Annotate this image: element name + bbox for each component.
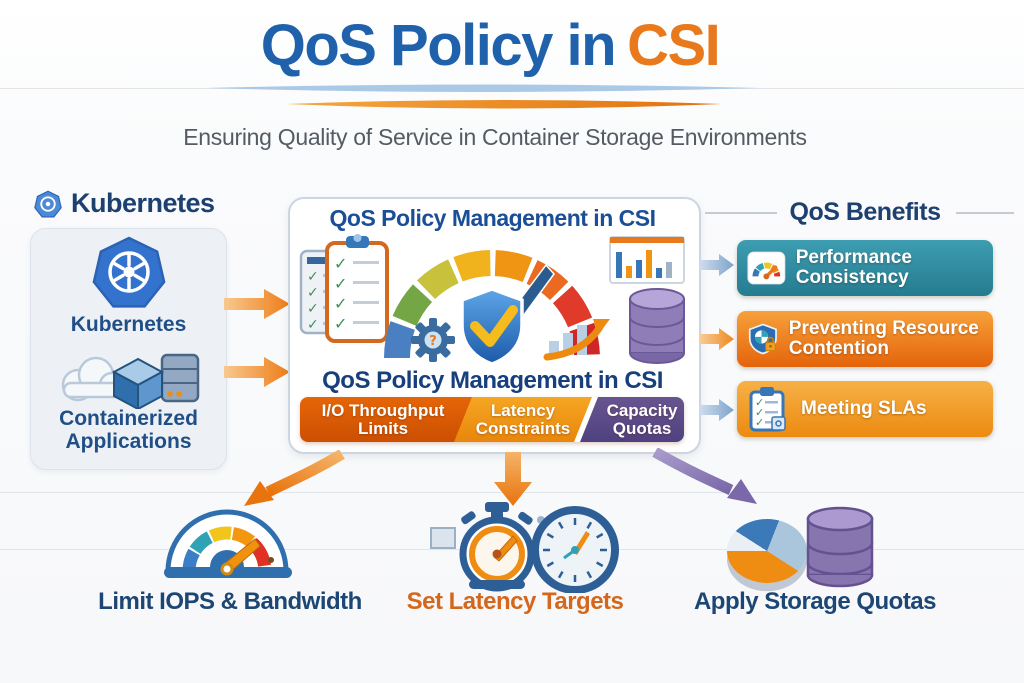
page-title-main: QoS Policy in: [260, 13, 617, 78]
stopwatch-icon: [430, 502, 619, 593]
small-arrow-blue-icon: [700, 399, 734, 421]
outcome-apply-quotas-label: Apply Storage Quotas: [693, 588, 937, 615]
flow-arrow-right-icon: [224, 289, 290, 319]
title-underline-blue-swoosh: [206, 84, 760, 92]
benefit-meeting-slas: ✓✓✓ Meeting SLAs: [737, 381, 993, 437]
gear-question-icon: ?: [411, 318, 455, 362]
kubernetes-card: Kubernetes Containerized Applications: [30, 228, 227, 470]
pie-chart-icon: [727, 519, 807, 583]
header-line: [705, 212, 777, 214]
kubernetes-icon: [34, 190, 62, 217]
panel-header: QoS Policy Management in CSI: [329, 205, 656, 231]
benefit-label: Preventing Resource Contention: [788, 318, 979, 359]
curved-arrow-left-icon: [244, 450, 345, 506]
containerized-apps-icon: [61, 353, 200, 409]
benefit-preventing-resource-contention: Preventing Resource Contention: [737, 311, 993, 367]
containerized-apps-label: Containerized Applications: [59, 407, 198, 454]
svg-text:✓: ✓: [334, 294, 347, 313]
small-arrow-blue-icon: [700, 254, 734, 276]
kubernetes-section-header: Kubernetes: [33, 188, 215, 219]
stopwatch-body-icon: [459, 502, 535, 592]
qos-policy-panel: QoS Policy Management in CSI ✓✓ ✓✓: [288, 197, 701, 454]
shield-lock-icon: [748, 323, 777, 355]
page-subtitle: Ensuring Quality of Service in Container…: [183, 124, 807, 150]
shield-check-icon: [460, 287, 524, 365]
gauge-icon: [747, 251, 786, 285]
checklist-icon: ✓✓✓: [749, 387, 786, 432]
title-underline-orange-swoosh: [286, 100, 722, 109]
svg-text:✓: ✓: [334, 314, 347, 333]
clipboard-icon: ✓✓ ✓✓: [325, 234, 389, 343]
small-arrow-orange-icon: [700, 328, 734, 350]
trend-arrow-icon: [543, 319, 610, 361]
svg-text:✓: ✓: [307, 285, 319, 301]
svg-text:✓: ✓: [334, 274, 347, 293]
svg-text:?: ?: [429, 334, 437, 349]
curved-arrow-right-icon: [652, 448, 757, 504]
kubernetes-node-label: Kubernetes: [70, 313, 187, 336]
svg-text:✓: ✓: [755, 416, 764, 429]
policy-banner-row: I/O Throughput Limits Latency Constraint…: [300, 397, 684, 442]
svg-text:✓: ✓: [307, 317, 319, 333]
outcome-set-latency-label: Set Latency Targets: [406, 588, 624, 615]
banner-io-throughput-limits: I/O Throughput Limits: [300, 397, 476, 442]
svg-text:✓: ✓: [755, 396, 764, 409]
container-cube-icon: [111, 357, 165, 409]
banner-label: Capacity Quotas: [606, 401, 678, 438]
svg-text:✓: ✓: [334, 254, 347, 273]
database-icon: [629, 288, 685, 364]
page-title-accent: CSI: [627, 13, 721, 78]
banner-capacity-quotas: Capacity Quotas: [580, 397, 684, 442]
banner-label: I/O Throughput Limits: [321, 401, 445, 438]
benefits-header: QoS Benefits: [789, 198, 941, 226]
header-line: [956, 212, 1014, 214]
speedometer-icon: [164, 509, 292, 578]
flow-arrow-right-icon: [224, 357, 290, 387]
straight-arrow-down-icon: [494, 452, 532, 506]
svg-text:✓: ✓: [307, 269, 319, 285]
svg-text:✓: ✓: [755, 406, 764, 419]
kubernetes-header-label: Kubernetes: [71, 188, 215, 218]
bar-chart-icon: [609, 236, 685, 284]
outcome-limit-iops-label: Limit IOPS & Bandwidth: [98, 588, 362, 615]
qos-gauge-illustration: ✓✓ ✓✓ ✓✓ ✓✓: [299, 234, 685, 365]
clock-icon: [531, 506, 619, 593]
panel-caption: QoS Policy Management in CSI: [322, 367, 663, 394]
benefit-label: Meeting SLAs: [801, 398, 927, 420]
benefit-label: Performance Consistency: [795, 247, 912, 288]
banner-latency-constraints: Latency Constraints: [454, 397, 592, 442]
benefit-performance-consistency: Performance Consistency: [737, 240, 993, 296]
kubernetes-logo-icon: [92, 236, 166, 308]
storage-database-icon: [806, 506, 874, 588]
server-icon: [160, 353, 200, 403]
banner-label: Latency Constraints: [475, 401, 571, 438]
svg-text:✓: ✓: [307, 301, 319, 317]
